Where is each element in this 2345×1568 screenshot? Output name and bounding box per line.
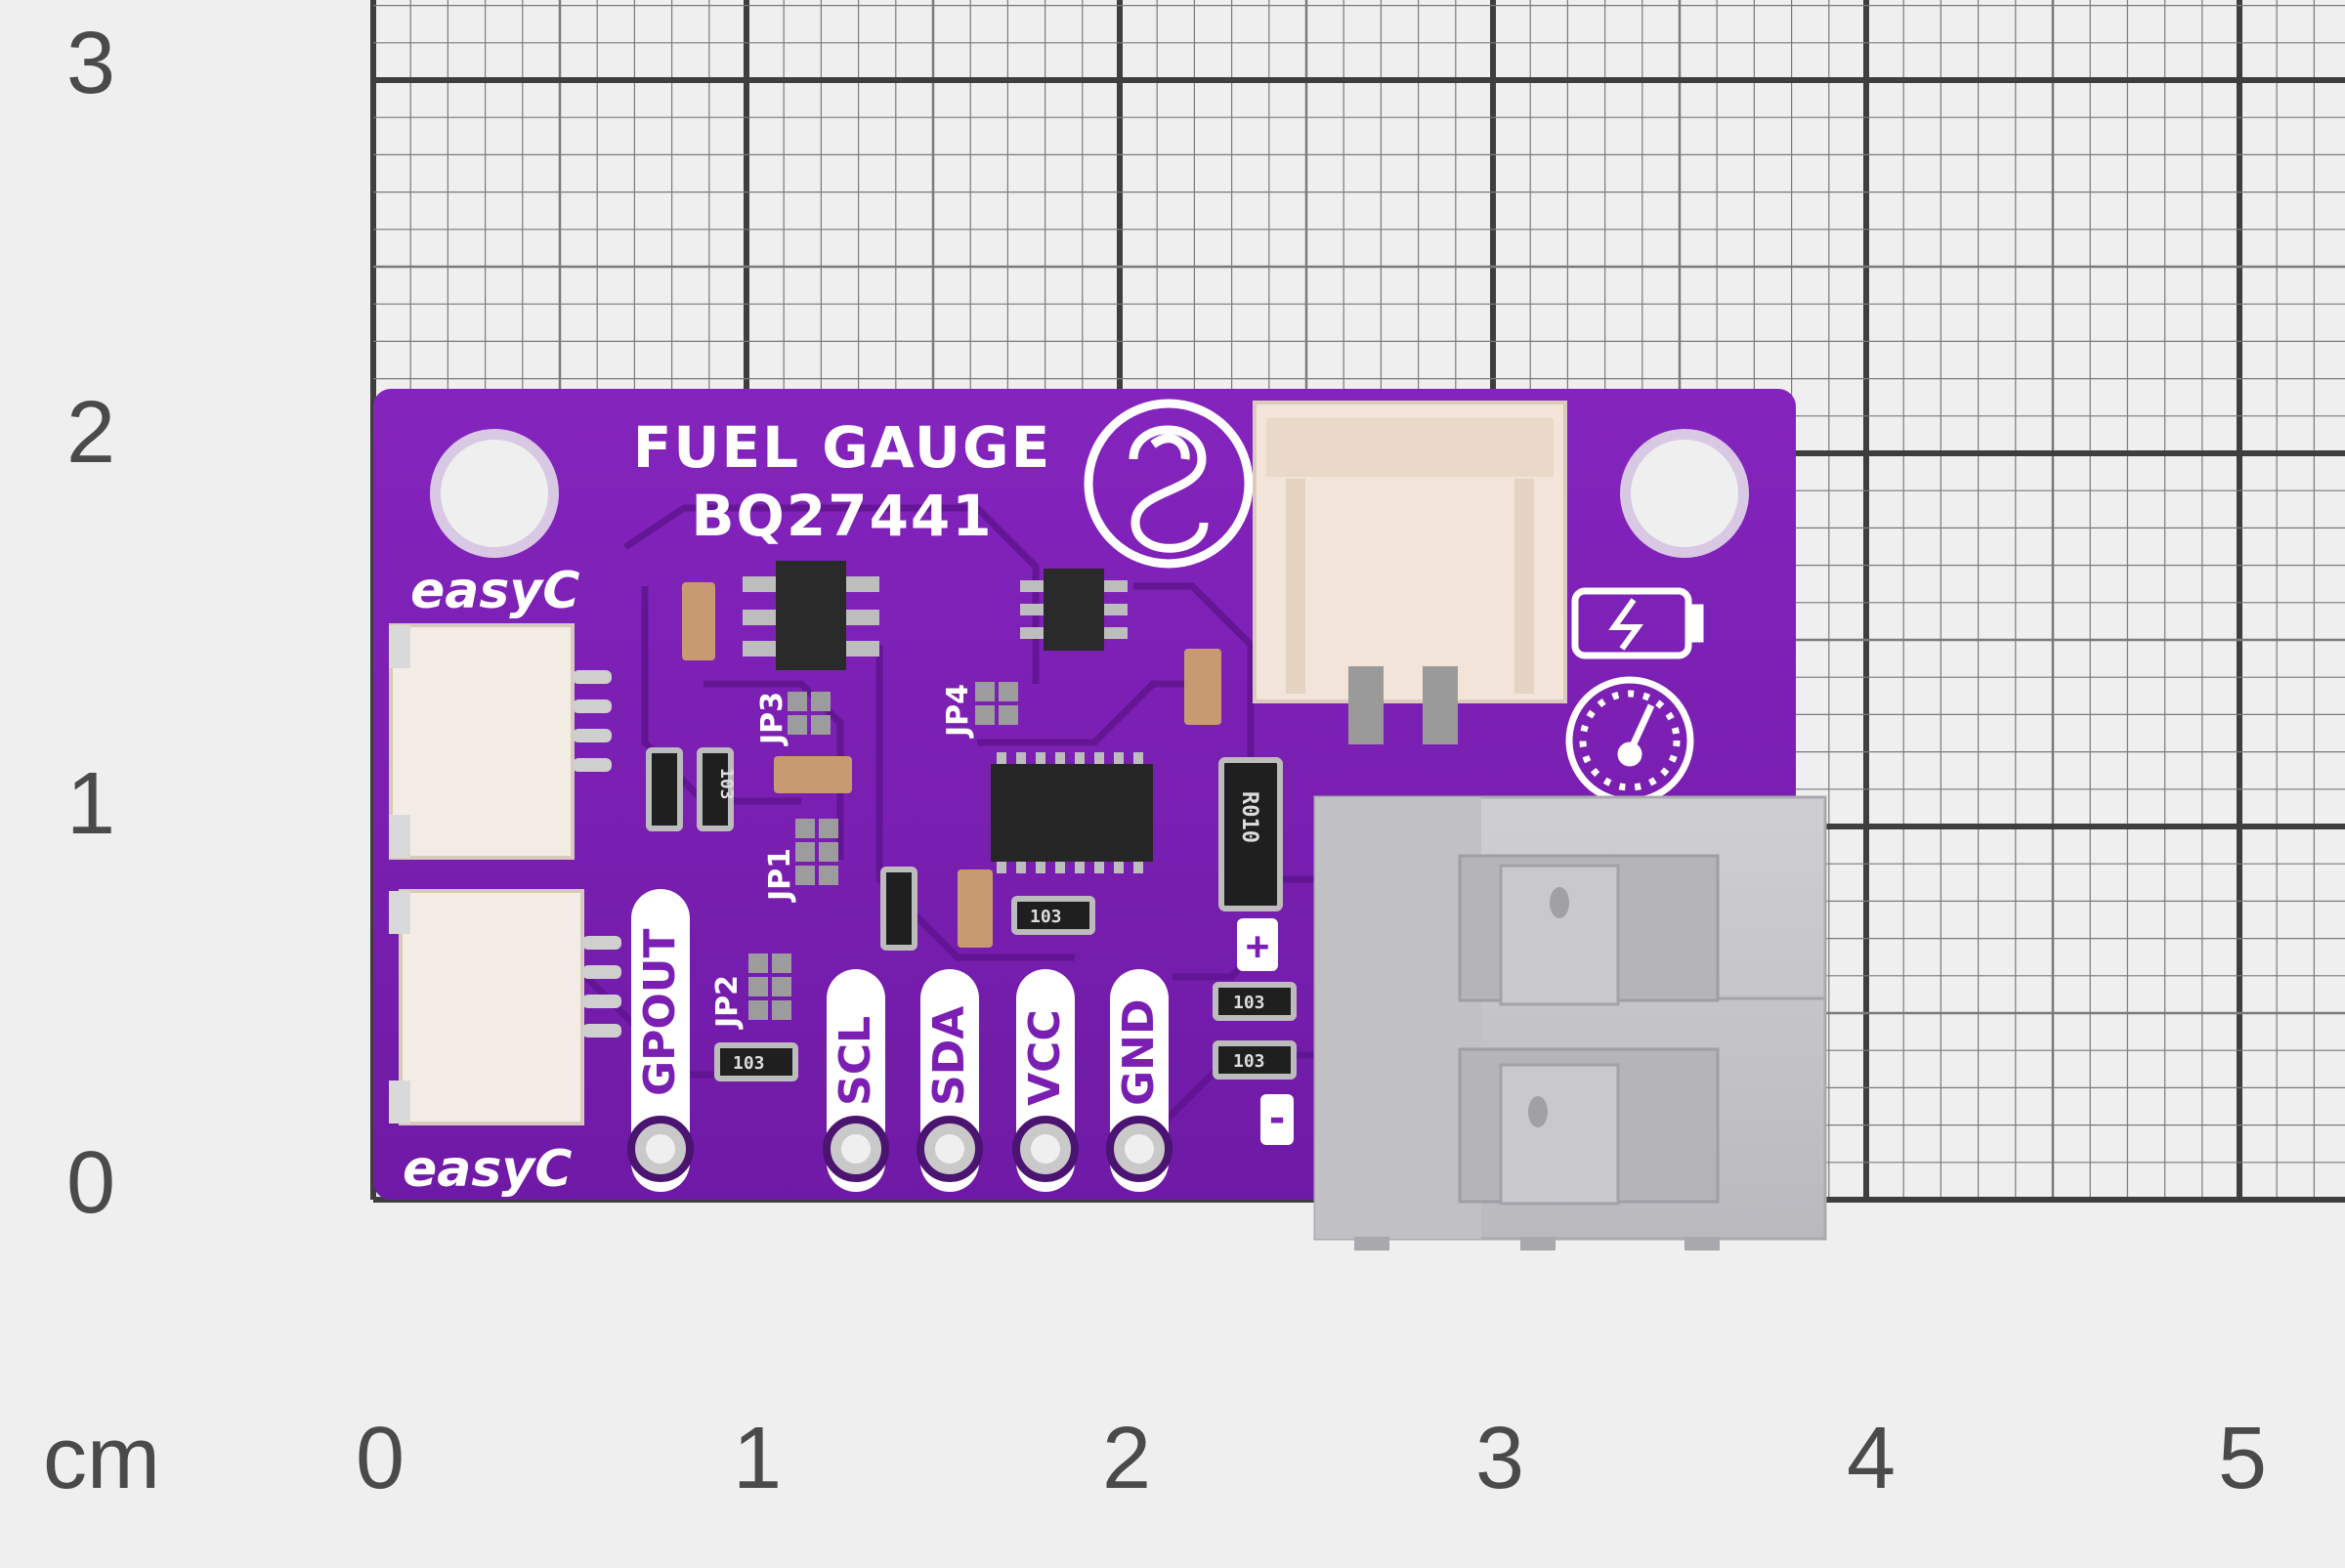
jumper-label: JP2	[710, 975, 745, 1030]
resistor-label: 103	[1233, 993, 1265, 1013]
brand-logo-icon	[1084, 399, 1254, 569]
fuel-gauge-ic-pins	[997, 752, 1143, 873]
ic-pin	[1133, 752, 1143, 764]
regulator-ic	[743, 561, 879, 670]
easyc-connector-bottom	[389, 889, 621, 1125]
minus-terminal-label: -	[1265, 1096, 1289, 1141]
y-tick-label: 0	[66, 1134, 116, 1232]
terminal-block	[1313, 795, 1827, 1250]
pin-hole	[1125, 1134, 1154, 1164]
sot-ic	[1020, 569, 1128, 651]
y-tick-label: 2	[66, 384, 116, 482]
jumper-label: JP3	[755, 692, 789, 746]
chip-name: BQ27441	[691, 483, 993, 549]
ic-pin	[997, 752, 1006, 764]
unit-label: cm	[43, 1410, 160, 1507]
terminal-lever-bottom	[1458, 1047, 1720, 1206]
pin-label-background	[631, 889, 690, 1192]
pin-label: GND	[1114, 999, 1164, 1106]
ic-pin	[1075, 752, 1085, 764]
easyc-label-top: easyC	[410, 562, 579, 620]
pin-label: SDA	[924, 1006, 974, 1106]
ic-pin	[1114, 752, 1124, 764]
jumper-pads	[748, 682, 1018, 1020]
ic-pin	[1094, 862, 1104, 873]
ic-pin	[997, 862, 1006, 873]
ic-pin	[1036, 752, 1045, 764]
ic-pin	[1075, 862, 1085, 873]
resistor-label: 103	[1233, 1051, 1265, 1072]
resistor-markings: 103 103 103 103 103 R010	[716, 768, 1265, 1074]
plus-terminal-label: +	[1246, 924, 1269, 969]
pin-label: VCC	[1020, 1009, 1070, 1106]
resistor-label: 103	[733, 1053, 765, 1074]
pin-header: GPOUT SCL SDA VCC GND	[627, 889, 1172, 1192]
pin-gpout[interactable]: GPOUT	[627, 889, 694, 1192]
mount-hole-right-inner	[1631, 440, 1738, 547]
shunt-resistor-label: R010	[1237, 791, 1261, 843]
pin-hole	[935, 1134, 964, 1164]
x-tick-label: 3	[1475, 1410, 1525, 1507]
minus-terminal-marker	[1260, 1094, 1294, 1145]
ic-pin	[1094, 752, 1104, 764]
y-tick-label: 1	[66, 755, 116, 853]
x-tick-label: 5	[2218, 1410, 2268, 1507]
pin-hole	[1031, 1134, 1060, 1164]
pin-vcc[interactable]: VCC	[1012, 969, 1079, 1192]
x-tick-label: 0	[356, 1410, 405, 1507]
battery-icon	[1571, 587, 1704, 659]
jumper-label: JP4	[941, 684, 975, 739]
pin-sda[interactable]: SDA	[917, 969, 983, 1192]
fuel-gauge-ic	[991, 764, 1153, 862]
jumper-labels: JP1 JP2 JP3 JP4	[710, 684, 975, 1030]
jst-battery-connector	[1253, 401, 1567, 744]
ic-pin	[1133, 862, 1143, 873]
easyc-connector-top	[389, 623, 612, 860]
ic-pin	[1055, 752, 1065, 764]
capacitors	[682, 582, 1221, 948]
board-title: FUEL GAUGE	[633, 414, 1052, 481]
resistors	[646, 747, 1297, 1081]
resistor-label: 103	[1030, 907, 1062, 927]
mount-hole-left-inner	[441, 440, 548, 547]
pin-label: GPOUT	[635, 928, 685, 1096]
jumper-label: JP1	[763, 848, 797, 903]
x-tick-label: 4	[1847, 1410, 1897, 1507]
pin-hole	[841, 1134, 871, 1164]
ic-pin	[1055, 862, 1065, 873]
pin-hole	[646, 1134, 675, 1164]
ic-pin	[1036, 862, 1045, 873]
x-tick-label: 2	[1102, 1410, 1152, 1507]
x-tick-label: 1	[733, 1410, 783, 1507]
plus-terminal-marker	[1237, 918, 1278, 971]
resistor-label: 103	[716, 768, 737, 800]
pin-scl[interactable]: SCL	[823, 969, 889, 1192]
terminal-lever-top	[1458, 854, 1720, 1006]
y-tick-label: 3	[66, 15, 116, 112]
ic-pin	[1114, 862, 1124, 873]
pin-label: SCL	[831, 1016, 880, 1106]
easyc-label-bottom: easyC	[403, 1140, 572, 1199]
pin-gnd[interactable]: GND	[1106, 969, 1172, 1192]
ic-pin	[1016, 862, 1026, 873]
ic-pin	[1016, 752, 1026, 764]
